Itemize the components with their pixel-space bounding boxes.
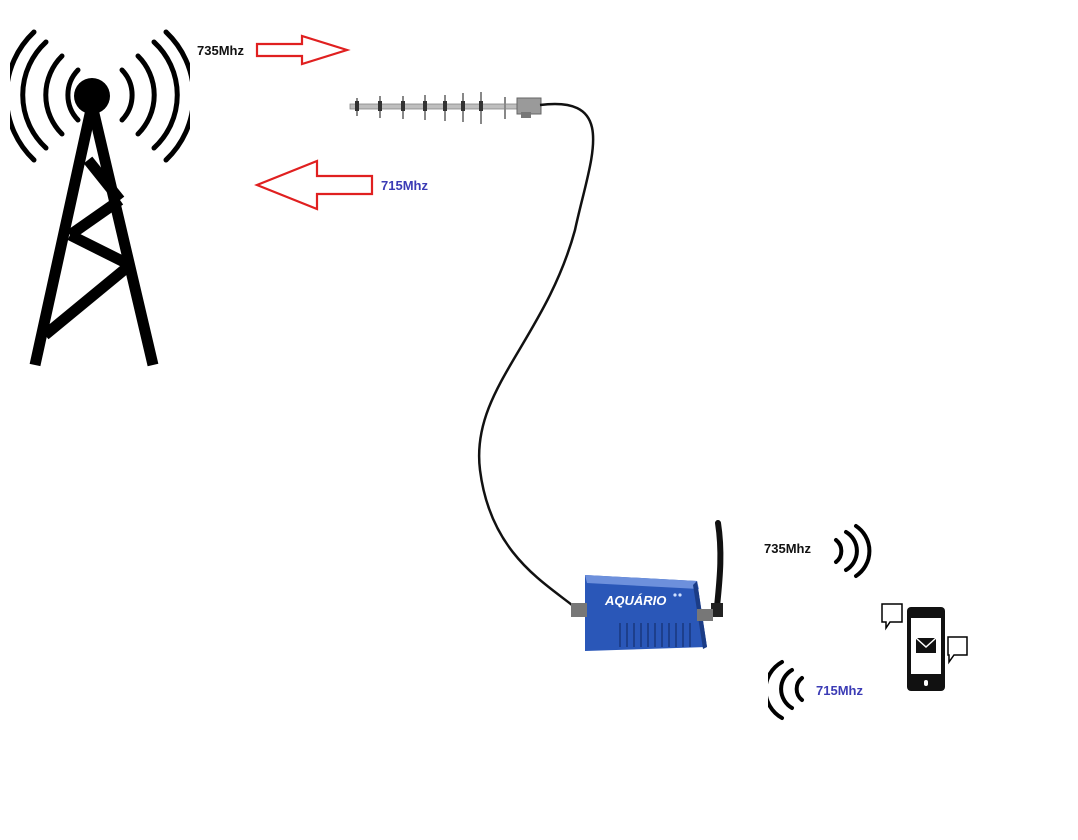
signal-waves-out-icon: [834, 524, 872, 578]
tower-uplink-frequency: 715Mhz: [381, 178, 428, 193]
repeater-brand: AQUÁRIO: [604, 593, 666, 608]
mobile-phone-icon: [881, 603, 968, 691]
downlink-arrow: [255, 34, 351, 66]
yagi-antenna: [349, 92, 542, 124]
signal-waves-in-icon: [768, 660, 804, 720]
cell-tower-icon: [10, 29, 190, 367]
indoor-uplink-frequency: 715Mhz: [816, 683, 863, 698]
signal-repeater: AQUÁRIO: [571, 520, 724, 651]
tower-downlink-frequency: 735Mhz: [197, 43, 244, 58]
indoor-downlink-frequency: 735Mhz: [764, 541, 811, 556]
uplink-arrow: [254, 159, 374, 211]
